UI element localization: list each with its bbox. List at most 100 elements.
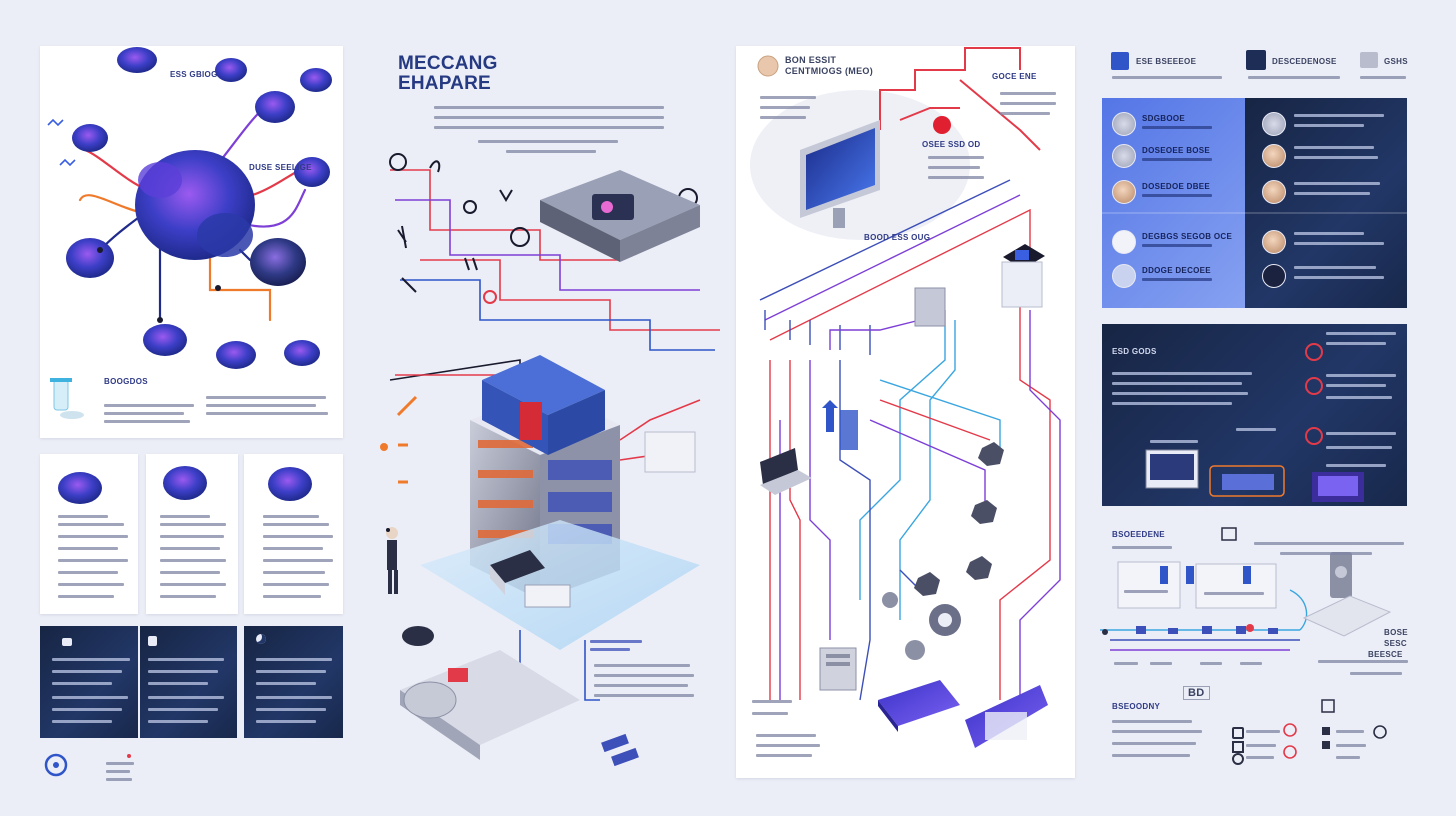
dashboard-text bbox=[1326, 342, 1386, 345]
legend-text bbox=[1246, 744, 1276, 747]
panel-text bbox=[52, 682, 112, 685]
hero-title-line2: EHAPARE bbox=[398, 73, 491, 94]
caption-line bbox=[206, 396, 326, 399]
flow-text bbox=[1254, 542, 1404, 545]
card-text bbox=[160, 583, 226, 586]
poster-label-top: ESS GBIOG bbox=[170, 70, 218, 79]
user-list-item[interactable] bbox=[1262, 110, 1402, 136]
avatar bbox=[1262, 264, 1286, 288]
poster-text bbox=[760, 96, 816, 99]
panel-text bbox=[256, 708, 326, 711]
panel-text bbox=[256, 682, 316, 685]
user-meta bbox=[1294, 242, 1384, 245]
card-text bbox=[160, 595, 216, 598]
card-text bbox=[58, 559, 128, 562]
gear-icon bbox=[1232, 727, 1244, 739]
legend-text bbox=[1112, 720, 1192, 723]
user-meta bbox=[1142, 278, 1212, 281]
user-name: SDGBOOE bbox=[1142, 114, 1185, 123]
poster-label-mid: DUSE SEELIGE bbox=[249, 163, 312, 172]
legend-row[interactable] bbox=[1322, 752, 1382, 764]
hero-text bbox=[478, 140, 618, 143]
dashboard-text bbox=[1112, 372, 1252, 375]
poster-text bbox=[752, 700, 792, 703]
diagram-caption bbox=[594, 684, 688, 687]
panel-text bbox=[148, 658, 224, 661]
legend-text bbox=[1112, 730, 1202, 733]
footer-text bbox=[106, 778, 132, 781]
hero-text bbox=[434, 126, 664, 129]
card-text bbox=[160, 515, 210, 518]
legend-row[interactable] bbox=[1232, 726, 1292, 739]
legend-text bbox=[1336, 744, 1366, 747]
user-meta bbox=[1294, 114, 1384, 117]
dashboard-text bbox=[1326, 432, 1396, 435]
flow-text bbox=[1350, 672, 1402, 675]
moon-icon bbox=[256, 634, 266, 644]
user-list-item[interactable]: DOSEDOE DBEE bbox=[1112, 178, 1242, 204]
poster-text bbox=[928, 166, 980, 169]
user-list-item[interactable] bbox=[1262, 262, 1402, 288]
box-icon bbox=[1322, 727, 1330, 735]
center-header-line1: BON ESSIT bbox=[785, 55, 837, 65]
avatar bbox=[1262, 112, 1286, 136]
header-text bbox=[1360, 76, 1406, 79]
chip-icon bbox=[1246, 50, 1266, 70]
card-text bbox=[160, 559, 226, 562]
legend-row[interactable] bbox=[1232, 752, 1292, 765]
panel-text bbox=[148, 720, 208, 723]
avatar bbox=[1112, 144, 1136, 168]
diagram-caption bbox=[594, 694, 694, 697]
dashboard-text bbox=[1112, 402, 1232, 405]
user-list-item[interactable] bbox=[1262, 178, 1402, 204]
user-name: DDOGE DECOEE bbox=[1142, 266, 1211, 275]
user-list-item[interactable] bbox=[1262, 228, 1402, 254]
poster-text bbox=[756, 734, 816, 737]
card-text bbox=[263, 547, 323, 550]
user-meta bbox=[1142, 244, 1212, 247]
user-meta bbox=[1294, 232, 1364, 235]
card-text bbox=[58, 547, 118, 550]
flow-label-right-2: SESC bbox=[1384, 639, 1407, 648]
right-header-3: GSHS bbox=[1384, 57, 1408, 66]
card-text bbox=[160, 523, 226, 526]
legend-row[interactable] bbox=[1322, 726, 1382, 738]
user-list-item[interactable]: DEGBGS SEGOB OCE bbox=[1112, 228, 1242, 254]
card-text bbox=[263, 535, 333, 538]
dashboard-text bbox=[1326, 464, 1386, 467]
poster-text bbox=[1000, 102, 1056, 105]
flow-text bbox=[1204, 592, 1264, 595]
hero-text bbox=[434, 106, 664, 109]
user-list-item[interactable]: DOSEOEE BOSE bbox=[1112, 142, 1242, 168]
legend-row[interactable] bbox=[1322, 740, 1382, 752]
poster-text bbox=[928, 176, 984, 179]
footer-text bbox=[106, 762, 134, 765]
user-meta bbox=[1142, 158, 1212, 161]
poster-text bbox=[1000, 92, 1056, 95]
user-meta bbox=[1142, 194, 1212, 197]
hero-text bbox=[506, 150, 596, 153]
card-text bbox=[160, 535, 224, 538]
user-list-item[interactable] bbox=[1262, 142, 1402, 168]
user-list-item[interactable]: DDOGE DECOEE bbox=[1112, 262, 1242, 288]
close-circle-icon bbox=[1283, 745, 1297, 759]
legend-row[interactable] bbox=[1232, 740, 1292, 753]
card-text bbox=[263, 583, 329, 586]
panel-text bbox=[52, 670, 122, 673]
user-name: DOSEDOE DBEE bbox=[1142, 182, 1211, 191]
poster-text bbox=[760, 106, 810, 109]
hero-text bbox=[434, 116, 664, 119]
user-list-item[interactable]: SDGBOOE bbox=[1112, 110, 1242, 136]
user-meta bbox=[1142, 126, 1212, 129]
legend-text bbox=[1112, 742, 1196, 745]
right-header-2: DESCEDENOSE bbox=[1272, 57, 1337, 66]
panel-text bbox=[52, 658, 130, 661]
panel-text bbox=[148, 696, 224, 699]
card-text bbox=[58, 535, 128, 538]
flow-text bbox=[1124, 590, 1168, 593]
legend-badge: BD bbox=[1183, 686, 1210, 700]
card-text bbox=[263, 595, 321, 598]
